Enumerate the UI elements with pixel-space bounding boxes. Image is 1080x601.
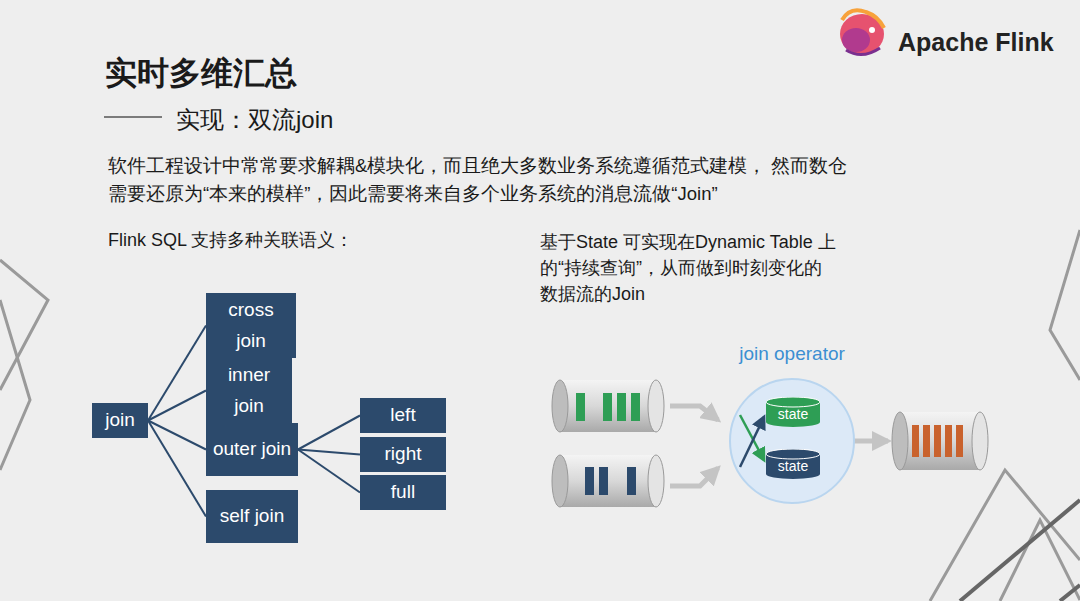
connector	[298, 450, 360, 455]
title-rule	[104, 116, 162, 118]
box-label: outer join	[213, 434, 291, 464]
process-box: self join	[206, 490, 298, 543]
operator-circle: join operator state state	[722, 343, 862, 509]
process-box: right	[360, 437, 446, 472]
state-label: state	[778, 458, 808, 474]
note: 基于State 可实现在Dynamic Table 上的“持续查询”，从而做到时…	[540, 229, 836, 307]
paragraph: 软件工程设计中常常要求解耦&模块化，而且绝大多数业务系统遵循范式建模， 然而数仓…	[108, 152, 848, 208]
subtitle: 实现：双流join	[176, 104, 333, 135]
state-store: state	[766, 397, 820, 427]
operator-heading: join operator	[722, 343, 862, 365]
connector	[148, 326, 206, 421]
process-box: outer join	[206, 423, 298, 476]
input-queue	[552, 380, 664, 432]
connector	[298, 450, 360, 493]
box-label: left	[390, 400, 415, 430]
process-box: left	[360, 398, 446, 433]
connector	[148, 421, 206, 517]
box-label: full	[391, 477, 415, 507]
box-label: join	[105, 405, 135, 435]
flink-logo	[840, 10, 884, 54]
process-box: inner join	[206, 358, 292, 423]
output-queue	[892, 412, 988, 470]
process-box: cross join	[206, 293, 296, 358]
slide-title: 实时多维汇总	[105, 52, 297, 96]
process-box: join	[92, 403, 148, 438]
box-label: right	[385, 439, 422, 469]
connector	[298, 416, 360, 450]
process-box: full	[360, 475, 446, 510]
logo-text: Apache Flink	[898, 26, 1054, 59]
state-label: state	[778, 406, 808, 422]
state-store: state	[766, 449, 820, 479]
input-queue	[552, 455, 664, 507]
decor-frame	[960, 500, 1080, 601]
decor-frame	[0, 230, 1080, 601]
box-label: self join	[220, 501, 284, 531]
box-label: inner join	[212, 360, 286, 421]
box-label: cross join	[212, 295, 290, 356]
connector	[148, 391, 206, 421]
section-label: Flink SQL 支持多种关联语义：	[108, 229, 353, 252]
